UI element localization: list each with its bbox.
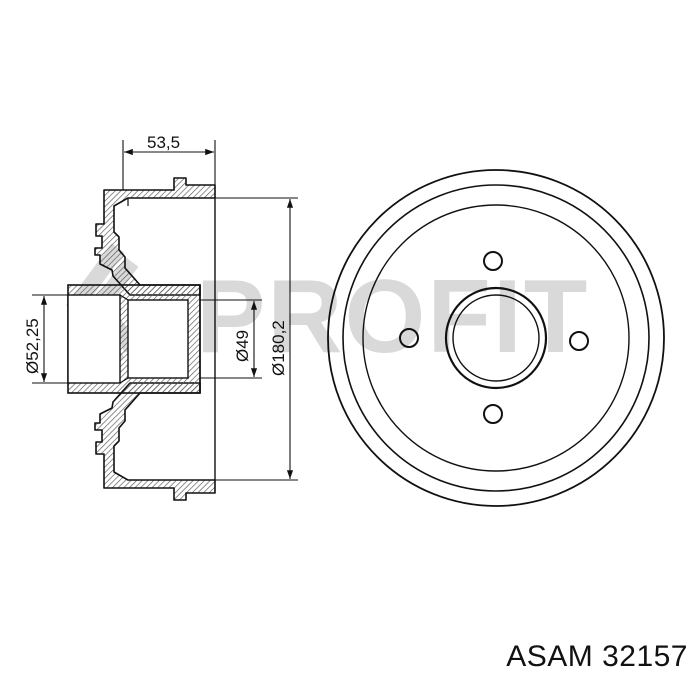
dimension-inner-hub-label: Ø52,25 — [23, 318, 42, 374]
bore-inner-section — [127, 299, 189, 379]
inner-rim-circle — [342, 184, 650, 492]
dimension-width-top: 53,5 — [122, 133, 216, 190]
dimension-bore-label: Ø49 — [233, 330, 252, 362]
drum-front-view — [327, 169, 665, 507]
upper-wall-section — [94, 177, 216, 296]
lower-wall-section — [94, 382, 216, 501]
dimension-outer-label: Ø180,2 — [269, 320, 288, 376]
bolt-hole-bottom — [483, 404, 503, 424]
dimension-inner-hub: Ø52,25 — [23, 294, 68, 384]
bolt-hole-right — [569, 331, 589, 351]
bore-section — [67, 294, 121, 384]
drum-cross-section — [67, 177, 216, 501]
dimension-outer: Ø180,2 — [215, 197, 298, 481]
friction-surface-circle — [362, 204, 630, 472]
watermark-text: PROFIT — [196, 259, 589, 375]
dimension-width-top-label: 53,5 — [147, 133, 180, 152]
hub-inner-circle — [452, 294, 540, 382]
part-caption: ASAM 32157 — [506, 640, 688, 673]
outer-rim-circle — [327, 169, 665, 507]
hub-outer-circle — [444, 286, 548, 390]
bolt-hole-left — [399, 328, 419, 348]
bolt-hole-top — [483, 251, 503, 271]
dimension-bore: Ø49 — [200, 299, 262, 379]
